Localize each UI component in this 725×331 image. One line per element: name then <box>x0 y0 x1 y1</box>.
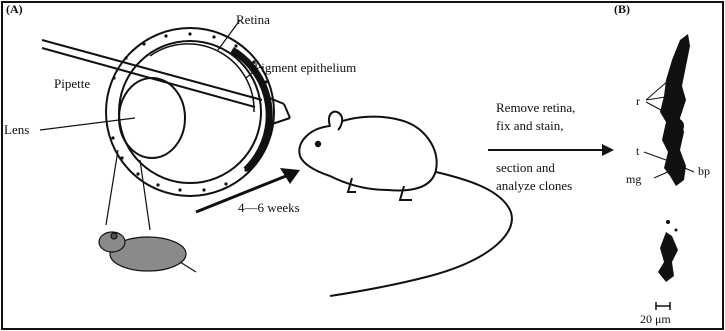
lens-label: Lens <box>4 122 29 137</box>
process-arrow <box>488 144 614 156</box>
mg-label: mg <box>626 172 641 187</box>
scale-bar-label: 20 μm <box>640 312 671 327</box>
lens-shape <box>119 78 185 158</box>
process-step-2-line-2: analyze clones <box>496 178 572 193</box>
retinal-clone-image <box>658 34 690 282</box>
adult-rat-drawing <box>299 112 512 296</box>
r-label: r <box>636 94 640 109</box>
panel-a-label: (A) <box>6 2 23 17</box>
t-label: t <box>636 144 639 159</box>
pipette-upper <box>42 40 262 100</box>
panel-b-label: (B) <box>614 2 630 17</box>
newborn-rat-drawing <box>99 232 196 272</box>
eye-cross-section <box>42 28 290 196</box>
process-step-1-line-2: fix and stain, <box>496 118 564 133</box>
process-step-1-line-1: Remove retina, <box>496 100 575 115</box>
retina-label: Retina <box>236 12 270 27</box>
scale-bar <box>656 302 670 310</box>
pigment-epithelium-label: Pigment epithelium <box>254 60 356 75</box>
pipette-label: Pipette <box>54 76 90 91</box>
bp-label: bp <box>698 164 710 179</box>
weeks-arrow-label: 4—6 weeks <box>238 200 300 215</box>
process-step-2-line-1: section and <box>496 160 555 175</box>
